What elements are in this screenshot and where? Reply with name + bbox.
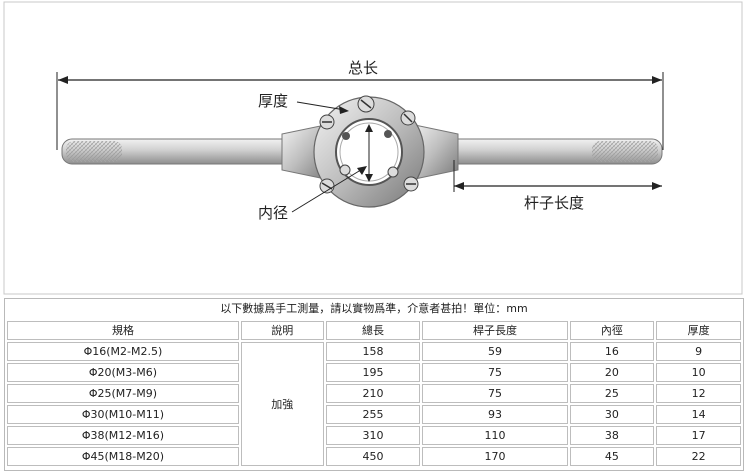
cell-spec: Φ38(M12-M16) xyxy=(7,426,239,445)
cell-inner: 30 xyxy=(569,405,655,424)
figure-frame xyxy=(3,1,743,295)
table-row: Φ30(M10-M11) 255 93 30 14 xyxy=(7,405,741,424)
cell-total: 210 xyxy=(325,384,421,403)
cell-inner: 25 xyxy=(569,384,655,403)
header-spec: 規格 xyxy=(7,321,239,340)
cell-total: 158 xyxy=(325,342,421,361)
header-description: 說明 xyxy=(240,321,324,340)
header-handle-length: 桿子長度 xyxy=(422,321,568,340)
cell-spec: Φ16(M2-M2.5) xyxy=(7,342,239,361)
label-inner-diameter: 内径 xyxy=(258,204,288,222)
header-thickness: 厚度 xyxy=(656,321,741,340)
die-stock-illustration: 总长 xyxy=(3,1,743,295)
right-knurl xyxy=(592,141,658,162)
header-inner-diameter: 內徑 xyxy=(569,321,655,340)
cell-total: 255 xyxy=(325,405,421,424)
cell-inner: 20 xyxy=(569,363,655,382)
cell-thickness: 17 xyxy=(656,426,741,445)
table-row: Φ16(M2-M2.5) 加強 158 59 16 9 xyxy=(7,342,741,466)
cell-total: 310 xyxy=(325,426,421,445)
cell-spec: Φ20(M3-M6) xyxy=(7,363,239,382)
cell-spec: Φ25(M7-M9) xyxy=(7,384,239,403)
cell-handle: 93 xyxy=(422,405,568,424)
table-row: Φ38(M12-M16) 310 110 38 17 xyxy=(7,426,741,445)
table-row: Φ45(M18-M20) 450 170 45 22 xyxy=(7,447,741,466)
cell-inner: 16 xyxy=(569,342,655,361)
cell-handle: 110 xyxy=(422,426,568,445)
cell-spec: Φ30(M10-M11) xyxy=(7,405,239,424)
cell-handle: 59 xyxy=(422,342,568,361)
inner-leader xyxy=(291,167,365,213)
cell-handle: 75 xyxy=(422,363,568,382)
table-header-row: 規格 說明 總長 桿子長度 內徑 厚度 xyxy=(7,321,741,340)
left-knurl xyxy=(66,141,122,162)
cell-thickness: 9 xyxy=(656,342,741,361)
total-arrow-right xyxy=(652,76,662,84)
cell-inner: 45 xyxy=(569,447,655,466)
cell-total: 450 xyxy=(325,447,421,466)
header-total-length: 總長 xyxy=(325,321,421,340)
label-total-length: 总长 xyxy=(348,59,378,77)
cell-thickness: 10 xyxy=(656,363,741,382)
spec-table: 規格 說明 總長 桿子長度 內徑 厚度 Φ16(M2-M2.5) 加強 158 … xyxy=(5,319,743,468)
label-thickness: 厚度 xyxy=(258,92,288,110)
cell-inner: 38 xyxy=(569,426,655,445)
thickness-leader xyxy=(296,101,346,111)
total-arrow-left xyxy=(58,76,68,84)
measurement-note: 以下數據爲手工測量，請以實物爲準，介意者甚拍！單位：mm xyxy=(220,302,528,315)
cell-thickness: 12 xyxy=(656,384,741,403)
table-row: Φ20(M3-M6) 195 75 20 10 xyxy=(7,363,741,382)
cell-thickness: 22 xyxy=(656,447,741,466)
cell-total: 195 xyxy=(325,363,421,382)
spec-table-frame: 以下數據爲手工測量，請以實物爲準，介意者甚拍！單位：mm 規格 說明 總長 桿子… xyxy=(4,298,744,471)
cell-handle: 75 xyxy=(422,384,568,403)
cell-spec: Φ45(M18-M20) xyxy=(7,447,239,466)
cell-thickness: 14 xyxy=(656,405,741,424)
product-figure: 总长 xyxy=(3,1,743,295)
table-row: Φ25(M7-M9) 210 75 25 12 xyxy=(7,384,741,403)
label-handle-length: 杆子长度 xyxy=(524,194,584,212)
cell-description-merged: 加強 xyxy=(240,342,324,466)
cell-handle: 170 xyxy=(422,447,568,466)
